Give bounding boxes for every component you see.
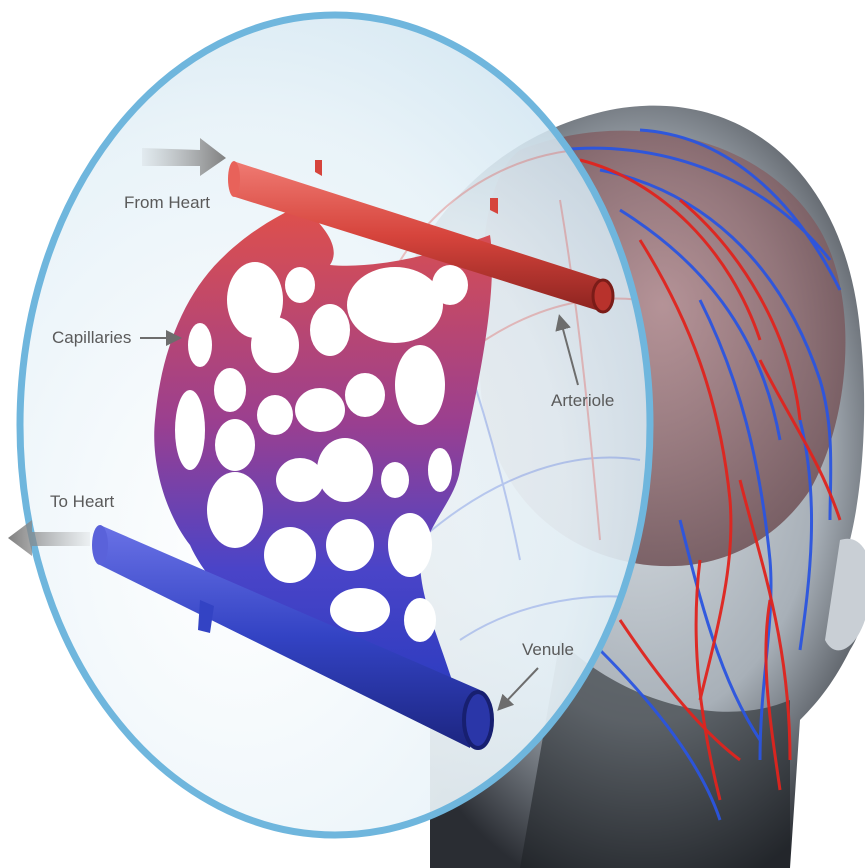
label-capillaries: Capillaries (52, 328, 131, 347)
label-arteriole: Arteriole (551, 391, 614, 410)
label-venule: Venule (522, 640, 574, 659)
label-from-heart: From Heart (124, 193, 210, 212)
label-to-heart: To Heart (50, 492, 115, 511)
